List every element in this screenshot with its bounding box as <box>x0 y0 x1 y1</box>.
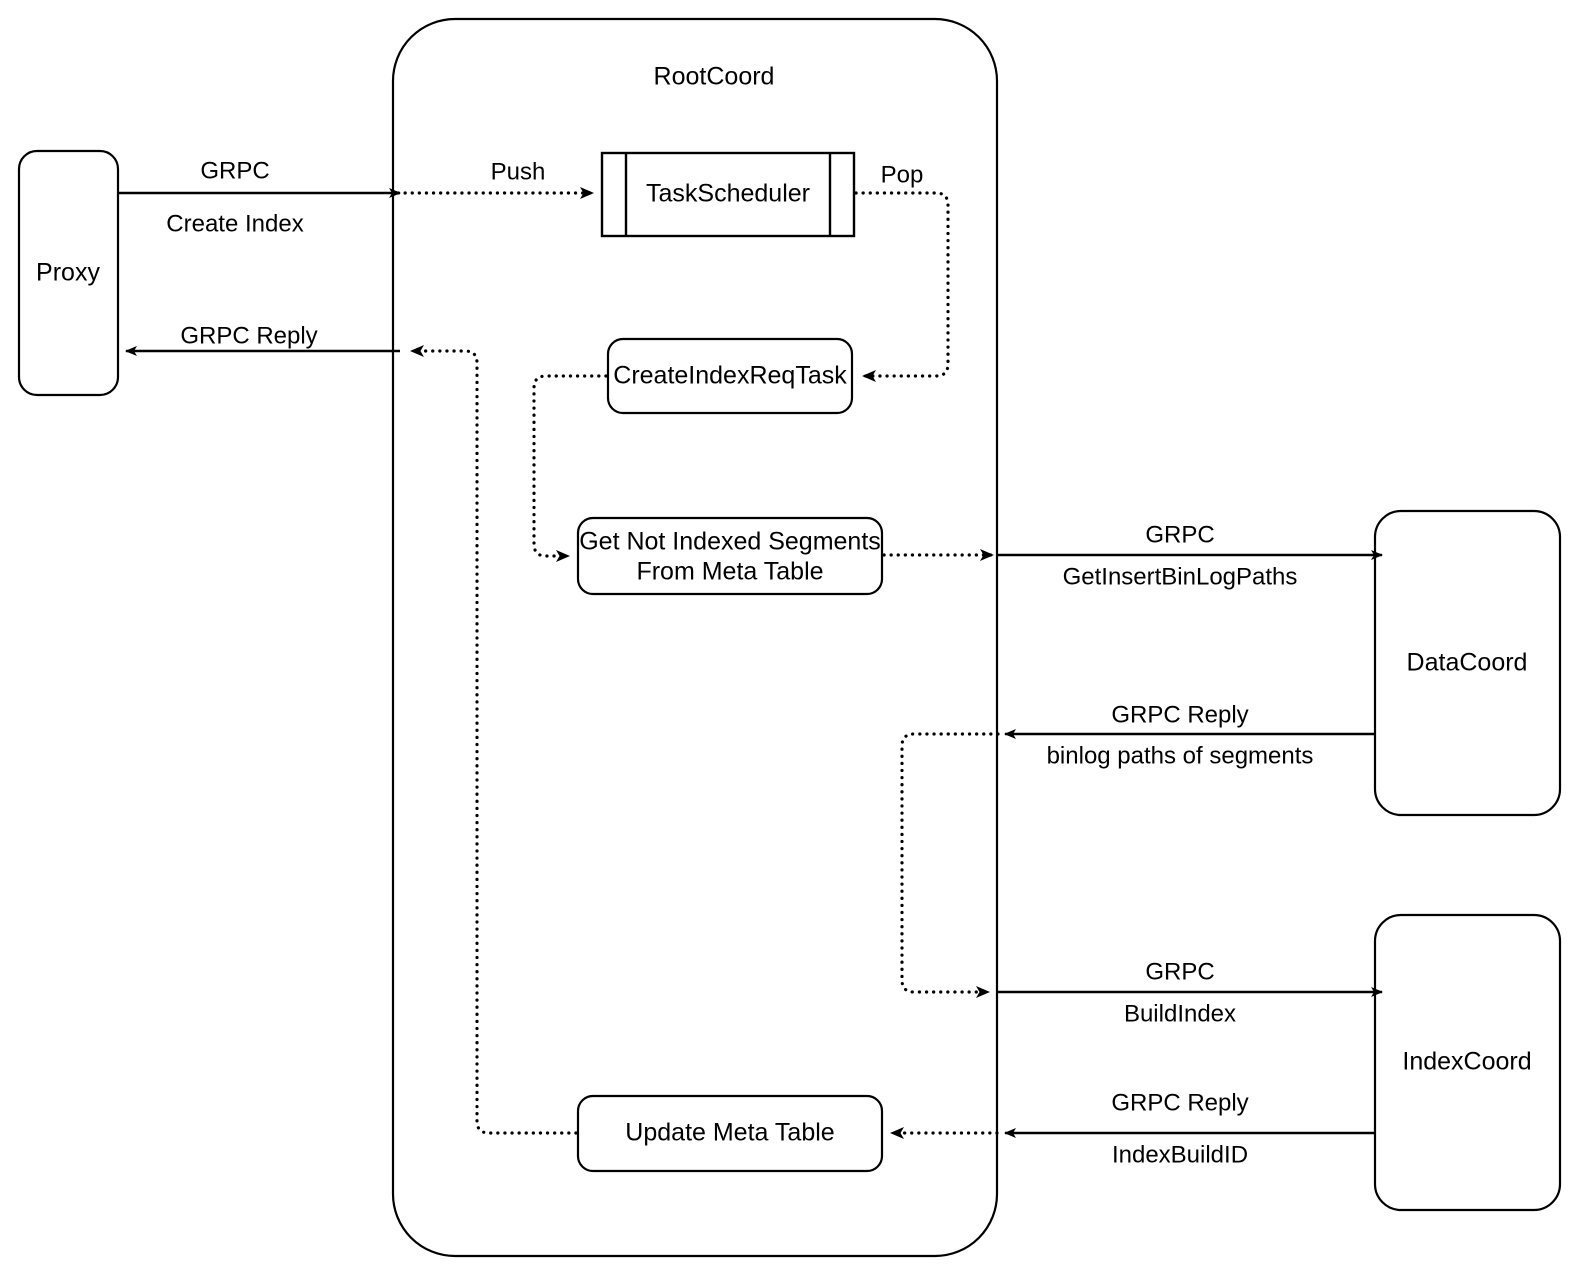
edge-task-to-get-segments <box>532 374 608 562</box>
edge-rootcoord-to-indexcoord-label1: GRPC <box>1145 958 1214 985</box>
node-data-coord-label: DataCoord <box>1407 649 1528 677</box>
node-proxy[interactable] <box>17 149 120 397</box>
node-index-coord-label: IndexCoord <box>1402 1048 1531 1076</box>
edge-rootcoord-to-indexcoord-label2: BuildIndex <box>1124 1000 1236 1027</box>
node-update-meta-table[interactable] <box>576 1094 884 1173</box>
edge-indexcoord-to-rootcoord-label1: GRPC Reply <box>1111 1089 1248 1116</box>
edge-datacoord-to-rootcoord-label1: GRPC Reply <box>1111 701 1248 728</box>
edge-indexcoord-to-rootcoord-label2: IndexBuildID <box>1112 1141 1248 1168</box>
edge-proxy-to-rootcoord-label2: Create Index <box>166 210 303 237</box>
edge-pop <box>854 191 950 382</box>
node-create-index-req-task[interactable] <box>606 337 854 415</box>
edge-push-label: Push <box>491 158 546 185</box>
node-get-not-indexed-segments[interactable] <box>576 516 884 596</box>
node-index-coord[interactable] <box>1373 913 1562 1212</box>
rootcoord-container <box>391 17 999 1258</box>
edge-pop-label: Pop <box>881 161 924 188</box>
node-update-meta-table-label: Update Meta Table <box>625 1119 834 1147</box>
node-task-scheduler-label: TaskScheduler <box>646 180 810 208</box>
node-task-scheduler[interactable] <box>600 151 856 238</box>
rootcoord-label: RootCoord <box>654 63 775 91</box>
node-proxy-label: Proxy <box>36 259 100 287</box>
edge-proxy-to-rootcoord-label1: GRPC <box>200 157 269 184</box>
edge-rootcoord-to-datacoord-label1: GRPC <box>1145 521 1214 548</box>
node-data-coord[interactable] <box>1373 509 1562 817</box>
edge-datacoord-to-rootcoord-label2: binlog paths of segments <box>1047 742 1314 769</box>
edge-update-meta-to-reply <box>410 345 578 1135</box>
edge-rootcoord-to-proxy-label1: GRPC Reply <box>180 322 317 349</box>
edge-binlog-to-buildindex <box>900 732 1000 998</box>
node-create-index-req-task-label: CreateIndexReqTask <box>613 362 847 390</box>
edge-rootcoord-to-datacoord-label2: GetInsertBinLogPaths <box>1063 563 1298 590</box>
node-get-not-indexed-segments-line2: From Meta Table <box>636 558 823 586</box>
node-get-not-indexed-segments-line1: Get Not Indexed Segments <box>579 528 881 556</box>
